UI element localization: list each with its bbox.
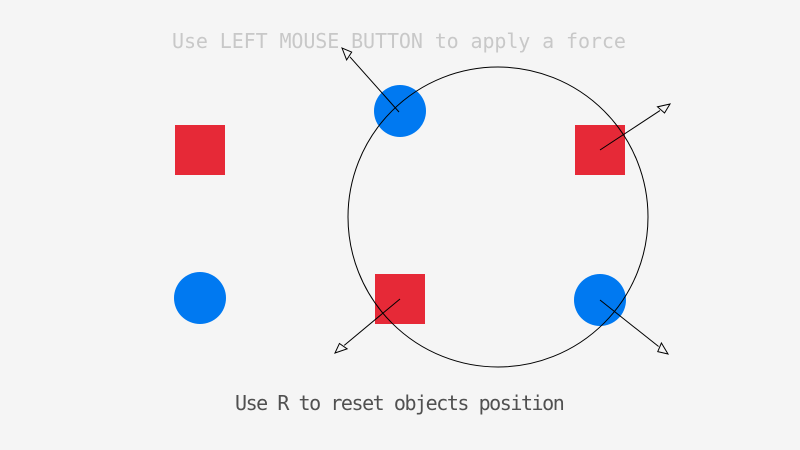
blue-ball[interactable] [174, 272, 226, 324]
red-box[interactable] [175, 125, 225, 175]
hint-apply-force: Use LEFT MOUSE BUTTON to apply a force [172, 29, 626, 53]
blue-ball[interactable] [574, 274, 626, 326]
red-box[interactable] [375, 274, 425, 324]
red-box[interactable] [575, 125, 625, 175]
hint-reset-objects: Use R to reset objects position [235, 391, 565, 415]
blue-ball[interactable] [374, 85, 426, 137]
